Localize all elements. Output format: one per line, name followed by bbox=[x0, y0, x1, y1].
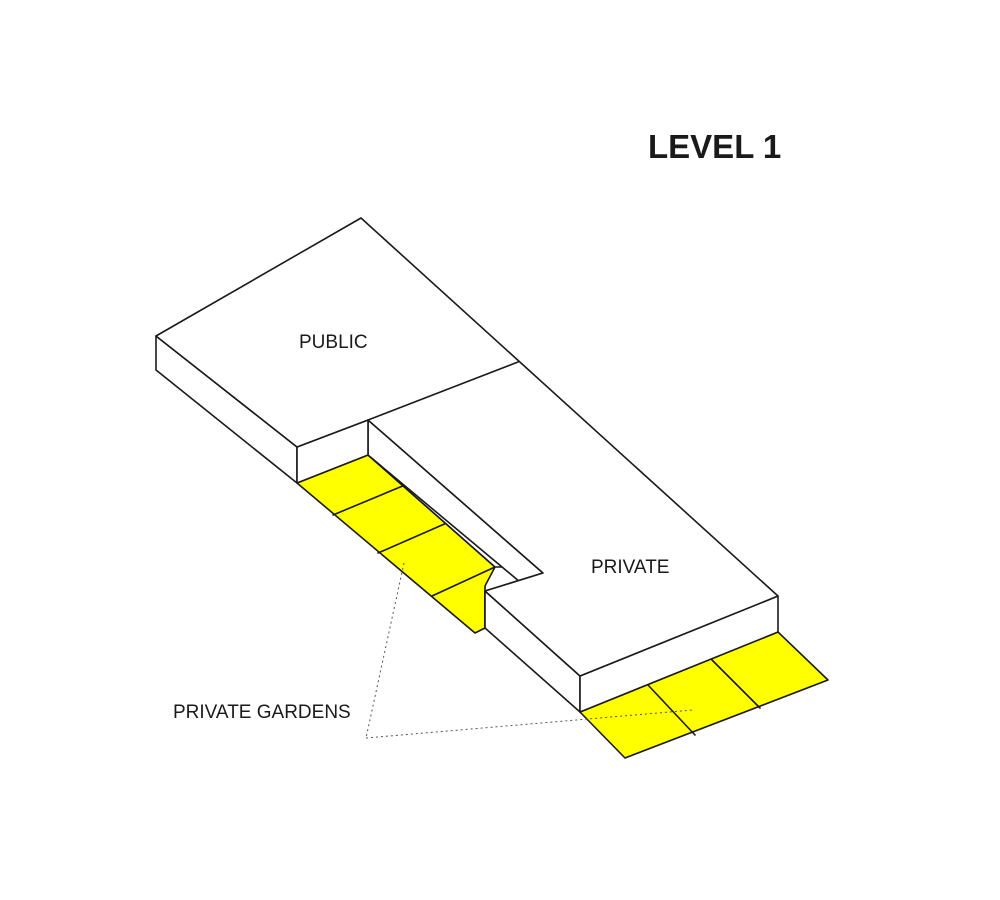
left-garden-divider-1 bbox=[332, 484, 406, 516]
public-zone-label: PUBLIC bbox=[299, 332, 368, 353]
private-zone-label: PRIVATE bbox=[591, 557, 669, 578]
level-title: LEVEL 1 bbox=[648, 128, 781, 165]
left-garden-divider-2 bbox=[377, 521, 450, 554]
zone-division-line bbox=[367, 361, 519, 421]
private-gardens-label: PRIVATE GARDENS bbox=[173, 702, 351, 723]
leader-line-left bbox=[365, 562, 405, 739]
right-garden-divider-2 bbox=[711, 659, 761, 709]
slab-top-surface bbox=[155, 217, 779, 677]
right-garden-divider-1 bbox=[647, 684, 696, 736]
building-slab bbox=[155, 217, 779, 713]
left-garden-divider-3 bbox=[431, 566, 496, 597]
